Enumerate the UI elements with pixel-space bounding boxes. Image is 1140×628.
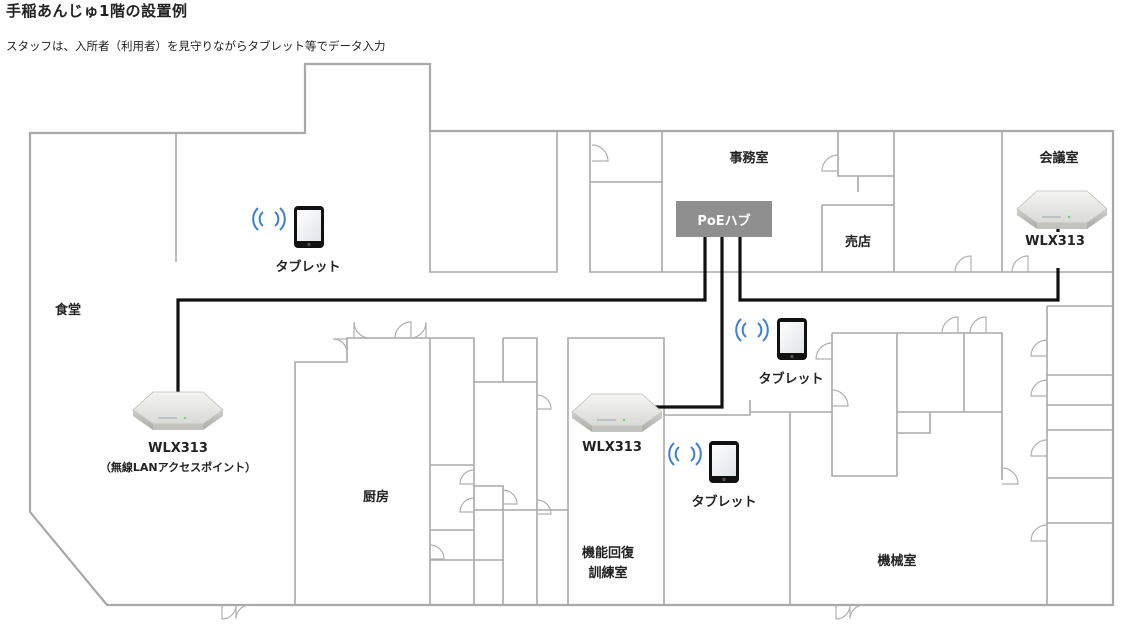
- room-label-rehab-1: 機能回復: [581, 546, 635, 561]
- interior-walls-machine-room: [664, 332, 1003, 605]
- tablet-label-2: タブレット: [758, 372, 824, 387]
- ap-device-meeting: [1016, 190, 1108, 230]
- tablet-1: [252, 206, 324, 248]
- cable-to-rehab-ap: [655, 237, 724, 409]
- page-title: 手稲あんじゅ1階の設置例: [6, 2, 188, 20]
- interior-walls-kitchen: [294, 337, 538, 605]
- page-subtitle: スタッフは、入所者（利用者）を見守りながらタブレット等でデータ入力: [6, 39, 386, 53]
- door-swings: [221, 144, 1048, 620]
- room-label-machine: 機械室: [877, 554, 917, 569]
- tablet-label-1: タブレット: [275, 260, 341, 275]
- tablet-2: [735, 318, 807, 360]
- ap-device-rehab: [571, 393, 663, 433]
- cable-to-meeting-ap: [738, 237, 1060, 302]
- ap-label-meeting: WLX313: [1025, 234, 1085, 249]
- room-label-kitchen: 厨房: [362, 490, 390, 505]
- interior-walls-right: [1046, 305, 1113, 605]
- room-label-meeting: 会議室: [1039, 151, 1079, 166]
- room-label-office: 事務室: [729, 151, 769, 166]
- ap-sublabel-dining: （無線LANアクセスポイント）: [99, 461, 257, 474]
- room-label-dining: 食堂: [55, 303, 82, 318]
- poe-hub: PoEハブ: [676, 201, 772, 237]
- interior-walls-rehab: [537, 337, 665, 605]
- interior-walls-top-left: [175, 131, 663, 273]
- outer-wall: [28, 62, 1115, 607]
- room-label-shop: 売店: [844, 235, 872, 250]
- tablet-3: [668, 441, 739, 483]
- lan-cables: [176, 227, 1060, 409]
- tablet-label-3: タブレット: [691, 495, 757, 510]
- interior-walls-top-right: [662, 131, 1113, 273]
- ap-label-dining: WLX313: [148, 441, 208, 456]
- ap-device-dining: [132, 391, 224, 431]
- ap-label-rehab: WLX313: [582, 440, 642, 455]
- cable-to-dining-ap: [176, 237, 707, 398]
- room-label-rehab-2: 訓練室: [588, 566, 628, 581]
